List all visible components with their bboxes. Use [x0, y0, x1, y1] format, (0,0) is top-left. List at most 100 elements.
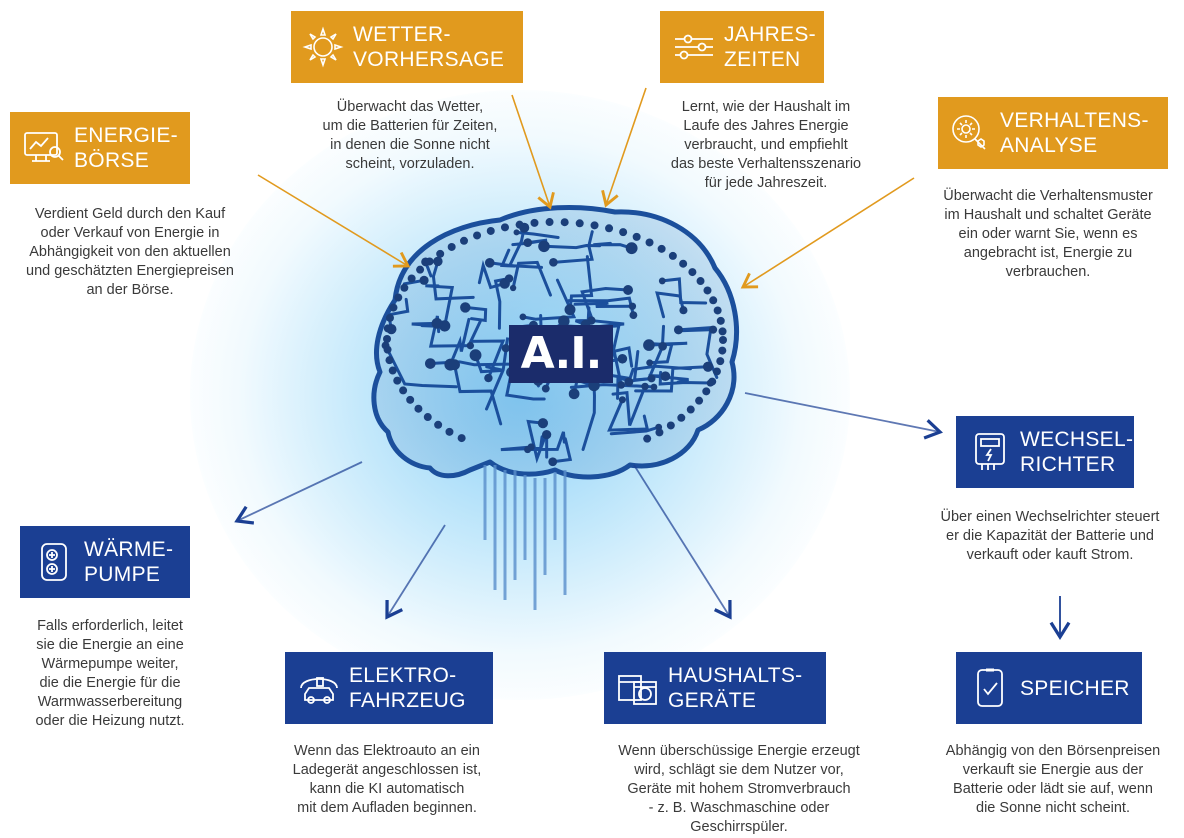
circuit-node [660, 371, 671, 381]
electric-car-icon [297, 666, 341, 710]
circuit-trace [500, 435, 544, 452]
circuit-node [486, 226, 495, 235]
circuit-node [549, 258, 558, 267]
circuit-node [500, 223, 509, 232]
circuit-node [702, 361, 714, 372]
waermepumpe-title: WÄRME- PUMPE [84, 538, 174, 586]
circuit-node [673, 325, 683, 335]
circuit-trace [384, 343, 458, 389]
circuit-node [632, 232, 641, 241]
circuit-node [542, 429, 552, 440]
circuit-node [389, 303, 398, 312]
haushaltsgeraete-title: HAUSHALTS- GERÄTE [668, 664, 803, 712]
circuit-node [650, 383, 658, 391]
circuit-node [460, 236, 469, 245]
circuit-node [460, 302, 471, 313]
circuit-trace [551, 437, 573, 464]
circuit-node [513, 229, 520, 236]
badge-speicher: SPEICHER [956, 652, 1142, 724]
wechselrichter-title: WECHSEL- RICHTER [1020, 428, 1134, 476]
circuit-node [383, 345, 392, 354]
circuit-trace [612, 346, 634, 387]
circuit-node [655, 428, 664, 437]
circuit-trace [611, 384, 647, 426]
jahreszeiten-title: JAHRES- ZEITEN [724, 23, 816, 71]
wettervorhersage-title: WETTER- VORHERSAGE [353, 23, 505, 71]
circuit-node [431, 317, 443, 329]
arrow-verhaltensanalyse [740, 177, 915, 289]
circuit-trace [425, 284, 455, 328]
jahreszeiten-description: Lernt, wie der Haushalt im Laufe des Jah… [670, 99, 862, 191]
circuit-node [509, 284, 517, 292]
circuit-node [484, 373, 493, 383]
circuit-node [449, 359, 460, 371]
circuit-node [558, 315, 570, 327]
circuit-trace [634, 365, 710, 393]
circuit-node [719, 336, 727, 344]
circuit-node [469, 349, 482, 362]
circuit-node [716, 316, 725, 325]
circuit-node [519, 313, 527, 321]
circuit-node [618, 396, 626, 404]
gear-magnifier-icon [948, 111, 992, 155]
circuit-node [624, 377, 634, 387]
circuit-node [538, 240, 550, 253]
circuit-node [643, 339, 655, 351]
circuit-node [504, 274, 514, 283]
circuit-node [383, 335, 392, 344]
circuit-node [643, 434, 652, 443]
circuit-node [385, 356, 394, 365]
circuit-trace [542, 244, 602, 250]
circuit-node [657, 244, 666, 253]
circuit-trace [507, 226, 544, 269]
circuit-node [679, 259, 688, 268]
circuit-trace [655, 291, 685, 319]
badge-jahreszeiten: JAHRES- ZEITEN [660, 11, 824, 83]
circuit-trace [521, 278, 577, 321]
circuit-node [686, 405, 695, 414]
circuit-node [423, 413, 432, 422]
circuit-trace [616, 375, 654, 400]
circuit-node [568, 388, 580, 400]
elektrofahrzeug-description: Wenn das Elektroauto an ein Ladegerät an… [292, 743, 482, 816]
circuit-node [541, 384, 550, 393]
circuit-node [623, 285, 634, 295]
circuit-trace [551, 230, 594, 264]
circuit-trace [485, 337, 510, 411]
circuit-trace [511, 260, 552, 297]
circuit-node [688, 268, 697, 277]
circuit-trace [574, 306, 591, 327]
circuit-node [658, 277, 666, 285]
circuit-trace [526, 431, 566, 452]
wettervorhersage-description: Überwacht das Wetter, um die Batterien f… [322, 99, 498, 172]
circuit-node [419, 275, 429, 285]
badge-wechselrichter: WECHSEL- RICHTER [956, 416, 1134, 488]
circuit-node [545, 218, 554, 227]
circuit-node [560, 218, 569, 227]
arrow-elektrofahrzeug [385, 524, 446, 620]
sliders-icon [672, 25, 716, 69]
circuit-node [406, 395, 415, 404]
circuit-node [645, 238, 654, 247]
circuit-trace [463, 305, 488, 323]
monitor-chart-icon [22, 126, 66, 170]
arrow-waermepumpe [234, 461, 363, 525]
circuit-node [629, 311, 638, 320]
circuit-node [677, 413, 686, 422]
circuit-trace [607, 398, 650, 432]
circuit-node [473, 231, 482, 240]
circuit-node [416, 265, 425, 274]
circuit-trace [593, 241, 634, 250]
circuit-node [524, 445, 532, 454]
circuit-node [424, 358, 436, 369]
verhaltensanalyse-title: VERHALTENS- ANALYSE [1000, 109, 1149, 157]
haushaltsgeraete-description: Wenn überschüssige Energie erzeugt wird,… [618, 743, 860, 835]
ai-center-label: A.I. [509, 325, 613, 383]
energieboerse-title: ENERGIE- BÖRSE [74, 124, 178, 172]
circuit-node [712, 367, 721, 376]
circuit-node [695, 396, 704, 405]
sun-icon [301, 25, 345, 69]
circuit-node [668, 251, 677, 260]
